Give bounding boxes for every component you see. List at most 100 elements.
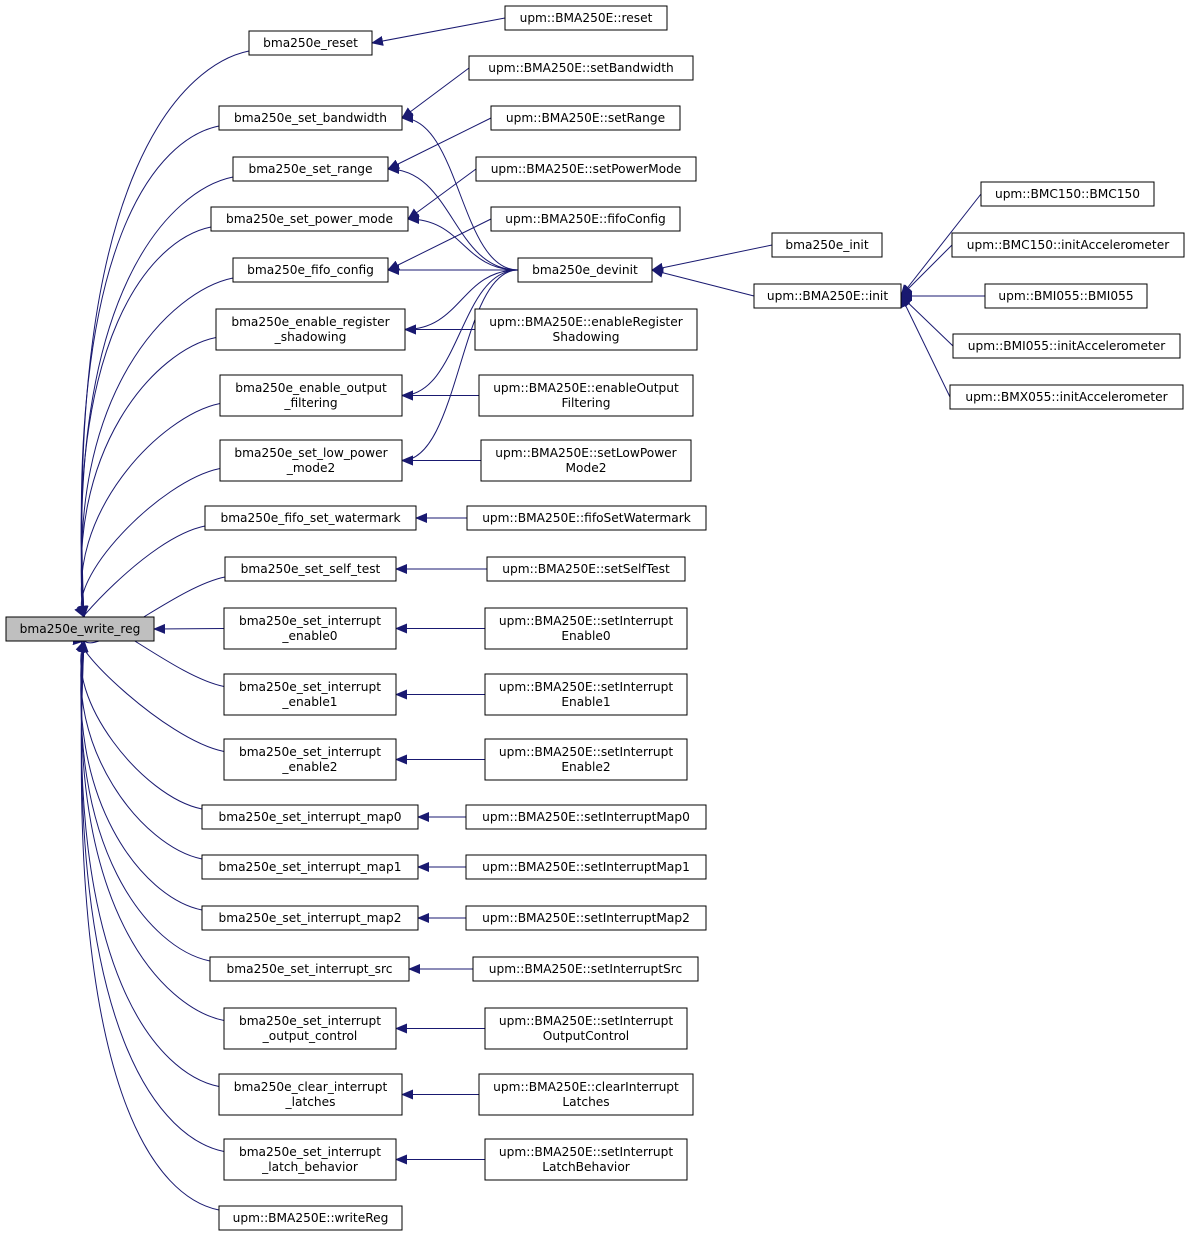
node-box bbox=[478, 374, 694, 417]
edge-set_interrupt_output_control-to-write_reg bbox=[78, 640, 225, 1021]
node-m_setRange[interactable]: upm::BMA250E::setRange bbox=[490, 105, 681, 131]
node-label: bma250e_fifo_set_watermark bbox=[220, 511, 401, 525]
edge-set_bandwidth-to-write_reg bbox=[78, 125, 220, 618]
node-label: upm::BMA250E::fifoConfig bbox=[505, 212, 665, 226]
node-set_low_power_mode2[interactable]: bma250e_set_low_power_mode2 bbox=[219, 439, 403, 482]
node-m_fifoConfig[interactable]: upm::BMA250E::fifoConfig bbox=[490, 206, 681, 232]
node-clear_interrupt_latches[interactable]: bma250e_clear_interrupt_latches bbox=[218, 1073, 403, 1116]
edge-writeReg-to-write_reg bbox=[78, 640, 220, 1211]
node-label: _mode2 bbox=[286, 461, 335, 475]
node-label: upm::BMC150::initAccelerometer bbox=[967, 238, 1170, 252]
node-box bbox=[223, 607, 397, 650]
node-label: bma250e_set_interrupt_src bbox=[227, 962, 393, 976]
node-label: upm::BMA250E::writeReg bbox=[233, 1211, 389, 1225]
node-label: upm::BMA250E::setInterrupt bbox=[499, 745, 673, 759]
node-write_reg[interactable]: bma250e_write_reg bbox=[5, 616, 155, 642]
node-box bbox=[465, 804, 707, 830]
node-bmx055_initAccel[interactable]: upm::BMX055::initAccelerometer bbox=[949, 384, 1184, 410]
node-label: upm::BMA250E::setInterrupt bbox=[499, 680, 673, 694]
node-set_interrupt_map1[interactable]: bma250e_set_interrupt_map1 bbox=[201, 854, 419, 880]
edge-m_reset-to-reset bbox=[371, 17, 506, 46]
node-label: upm::BMA250E::setInterruptMap0 bbox=[482, 810, 690, 824]
node-fifo_set_watermark[interactable]: bma250e_fifo_set_watermark bbox=[204, 505, 417, 531]
node-box bbox=[232, 156, 389, 182]
node-enable_register_shadowing[interactable]: bma250e_enable_register_shadowing bbox=[215, 308, 406, 351]
edge-devinit-to-set_power_mode bbox=[407, 214, 519, 271]
node-box bbox=[209, 956, 410, 982]
node-m_setInterruptMap1[interactable]: upm::BMA250E::setInterruptMap1 bbox=[465, 854, 707, 880]
node-set_self_test[interactable]: bma250e_set_self_test bbox=[224, 556, 397, 582]
node-box bbox=[504, 5, 668, 31]
node-bmi055_initAccel[interactable]: upm::BMI055::initAccelerometer bbox=[952, 333, 1181, 359]
node-bmc150_initAccel[interactable]: upm::BMC150::initAccelerometer bbox=[951, 232, 1185, 258]
edge-fifo_set_watermark-to-write_reg bbox=[72, 525, 206, 629]
node-label: bma250e_reset bbox=[263, 36, 358, 50]
node-fifo_config[interactable]: bma250e_fifo_config bbox=[232, 257, 389, 283]
node-bmc150_ctor[interactable]: upm::BMC150::BMC150 bbox=[980, 181, 1155, 207]
node-m_fifoSetWatermark[interactable]: upm::BMA250E::fifoSetWatermark bbox=[466, 505, 707, 531]
edge-set_power_mode-to-write_reg bbox=[78, 226, 212, 618]
node-label: upm::BMA250E::setPowerMode bbox=[491, 162, 682, 176]
node-set_bandwidth[interactable]: bma250e_set_bandwidth bbox=[218, 105, 403, 131]
node-label: upm::BMA250E::setInterruptSrc bbox=[489, 962, 682, 976]
node-box bbox=[5, 616, 155, 642]
node-label: bma250e_set_bandwidth bbox=[234, 111, 387, 125]
node-box bbox=[210, 206, 409, 232]
node-label: bma250e_set_interrupt_map2 bbox=[218, 911, 401, 925]
node-set_interrupt_enable0[interactable]: bma250e_set_interrupt_enable0 bbox=[223, 607, 397, 650]
node-writeReg[interactable]: upm::BMA250E::writeReg bbox=[218, 1205, 403, 1231]
node-set_power_mode[interactable]: bma250e_set_power_mode bbox=[210, 206, 409, 232]
node-m_setInterruptMap0[interactable]: upm::BMA250E::setInterruptMap0 bbox=[465, 804, 707, 830]
node-set_interrupt_src[interactable]: bma250e_set_interrupt_src bbox=[209, 956, 410, 982]
node-m_reset[interactable]: upm::BMA250E::reset bbox=[504, 5, 668, 31]
node-box bbox=[484, 1007, 688, 1050]
node-set_interrupt_output_control[interactable]: bma250e_set_interrupt_output_control bbox=[223, 1007, 397, 1050]
node-box bbox=[215, 308, 406, 351]
node-m_setSelfTest[interactable]: upm::BMA250E::setSelfTest bbox=[486, 556, 686, 582]
node-enable_output_filtering[interactable]: bma250e_enable_output_filtering bbox=[219, 374, 403, 417]
node-box bbox=[201, 804, 419, 830]
node-label: _latch_behavior bbox=[261, 1160, 359, 1174]
node-reset[interactable]: bma250e_reset bbox=[248, 30, 373, 56]
node-label: bma250e_fifo_config bbox=[247, 263, 374, 277]
node-m_setPowerMode[interactable]: upm::BMA250E::setPowerMode bbox=[475, 156, 697, 182]
node-set_interrupt_map2[interactable]: bma250e_set_interrupt_map2 bbox=[201, 905, 419, 931]
node-bma250e_init[interactable]: bma250e_init bbox=[771, 232, 883, 258]
node-box bbox=[952, 333, 1181, 359]
node-label: bma250e_set_interrupt bbox=[239, 1145, 381, 1159]
edges-layer bbox=[72, 17, 985, 1211]
edge-set_interrupt_map2-to-write_reg bbox=[77, 640, 203, 911]
edge-m_init-to-devinit bbox=[651, 267, 755, 297]
node-set_range[interactable]: bma250e_set_range bbox=[232, 156, 389, 182]
node-devinit[interactable]: bma250e_devinit bbox=[517, 257, 653, 283]
node-set_interrupt_enable1[interactable]: bma250e_set_interrupt_enable1 bbox=[223, 673, 397, 716]
edge-m_setPowerMode-to-set_power_mode bbox=[407, 168, 477, 220]
node-set_interrupt_map0[interactable]: bma250e_set_interrupt_map0 bbox=[201, 804, 419, 830]
node-label: bma250e_set_interrupt_map0 bbox=[218, 810, 401, 824]
edge-set_range-to-write_reg bbox=[78, 176, 234, 618]
node-box bbox=[223, 738, 397, 781]
node-box bbox=[984, 283, 1148, 309]
node-label: bma250e_set_interrupt bbox=[239, 1014, 381, 1028]
node-m_setInterruptSrc[interactable]: upm::BMA250E::setInterruptSrc bbox=[472, 956, 699, 982]
node-box bbox=[472, 956, 699, 982]
node-set_interrupt_latch_behavior[interactable]: bma250e_set_interrupt_latch_behavior bbox=[223, 1138, 397, 1181]
node-label: upm::BMA250E::setSelfTest bbox=[502, 562, 670, 576]
node-m_setBandwidth[interactable]: upm::BMA250E::setBandwidth bbox=[468, 55, 694, 81]
node-bmi055_ctor[interactable]: upm::BMI055::BMI055 bbox=[984, 283, 1148, 309]
node-m_init[interactable]: upm::BMA250E::init bbox=[753, 283, 902, 309]
node-set_interrupt_enable2[interactable]: bma250e_set_interrupt_enable2 bbox=[223, 738, 397, 781]
node-box bbox=[980, 181, 1155, 207]
node-label: Filtering bbox=[561, 396, 610, 410]
node-m_setInterruptMap2[interactable]: upm::BMA250E::setInterruptMap2 bbox=[465, 905, 707, 931]
node-box bbox=[475, 156, 697, 182]
